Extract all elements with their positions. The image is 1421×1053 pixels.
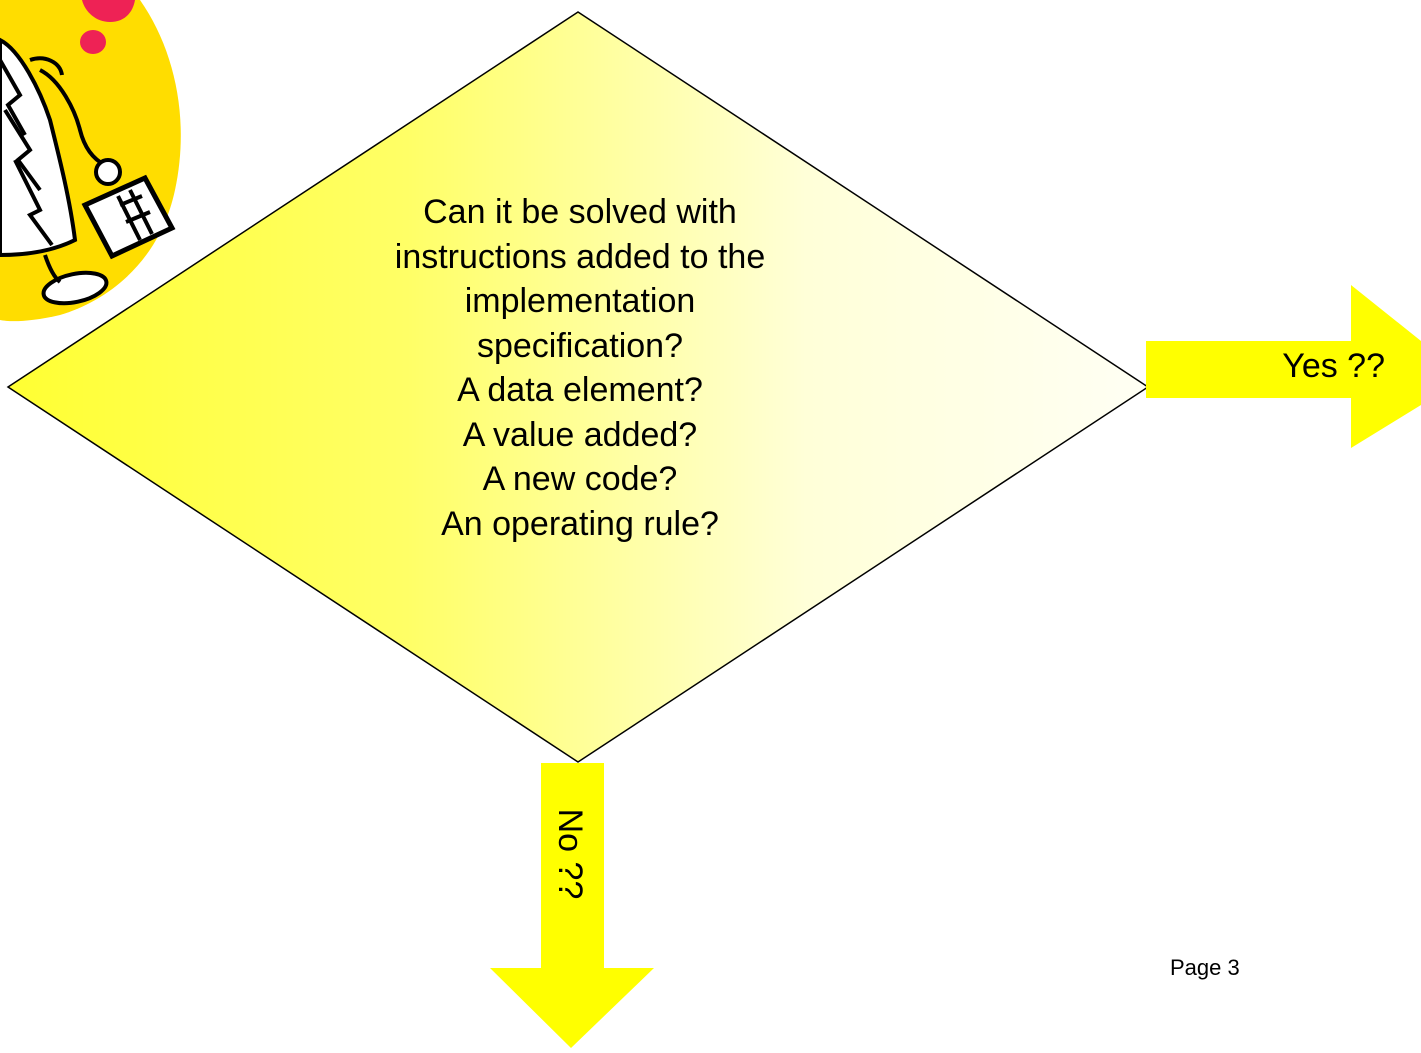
page-number: Page 3 (1170, 955, 1240, 980)
no-arrow (490, 763, 654, 1048)
no-label: No ?? (551, 808, 589, 900)
yes-label: Yes ?? (1282, 347, 1385, 385)
decision-diamond (6, 11, 1150, 763)
decision-text: Can it be solved with instructions added… (330, 190, 830, 546)
yes-arrow (1146, 285, 1421, 448)
decision-line: A value added? (462, 415, 698, 454)
decision-line: A data element? (457, 371, 703, 409)
decision-line: instructions added to the (394, 237, 766, 276)
decision-line: A new code? (482, 460, 678, 498)
cartoon-doctor-clipart (0, 0, 181, 322)
decision-line: An operating rule? (441, 504, 719, 543)
decision-line: specification? (476, 326, 683, 365)
decision-line: implementation (464, 282, 696, 320)
decision-line: Can it be solved with (423, 193, 737, 231)
